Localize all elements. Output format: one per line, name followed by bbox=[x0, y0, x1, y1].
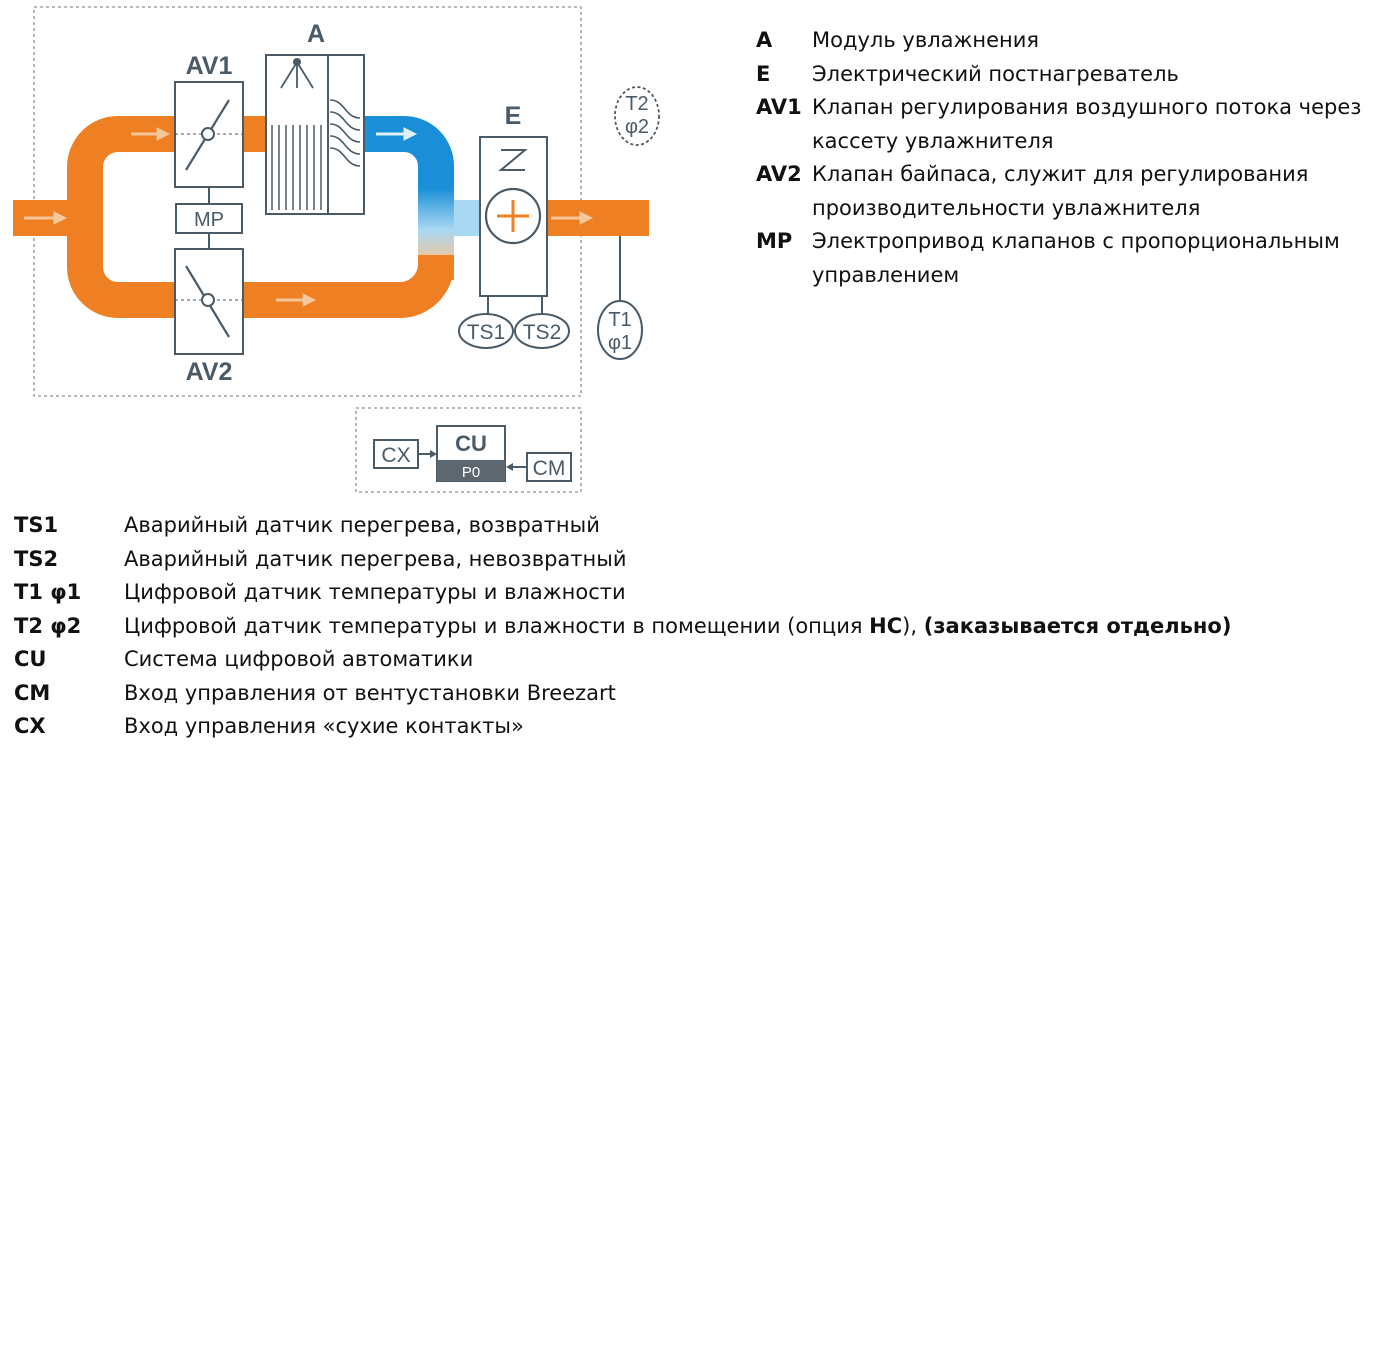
legend-text: Модуль увлажнения bbox=[812, 28, 1040, 52]
t2-phi2-sensor bbox=[614, 86, 660, 146]
legend-text: Цифровой датчик температуры и влажности … bbox=[124, 610, 1394, 644]
ts1-sensor bbox=[458, 313, 514, 349]
phi1-label: φ1 bbox=[608, 332, 632, 354]
bypass-duct-loop bbox=[67, 116, 400, 318]
legend-text: Электропривод клапанов с пропорциональны… bbox=[812, 229, 1340, 287]
humidifier-label: A bbox=[307, 20, 325, 48]
t1-label: T1 bbox=[608, 309, 631, 331]
humidified-duct bbox=[362, 116, 454, 190]
legend-row-a: A Модуль увлажнения bbox=[756, 24, 1396, 58]
ventilation-scheme-diagram: AV1 MP AV2 bbox=[13, 6, 660, 493]
legend-text: Клапан байпаса, служит для регулирования… bbox=[812, 162, 1309, 220]
ts2-sensor-label: TS2 bbox=[523, 321, 562, 344]
legend-code: CM bbox=[14, 680, 51, 705]
legend-code: AV2 bbox=[756, 162, 802, 186]
legend-text: Вход управления «сухие контакты» bbox=[124, 714, 524, 738]
legend-sensors-controls: TS1 Аварийный датчик перегрева, возвратн… bbox=[14, 509, 1394, 744]
legend-text: Аварийный датчик перегрева, невозвратный bbox=[124, 546, 627, 571]
legend-row-t2: T2 φ2 Цифровой датчик температуры и влаж… bbox=[14, 610, 1394, 644]
cu-label: CU bbox=[455, 431, 487, 456]
av2-damper bbox=[174, 248, 244, 355]
legend-row-ts2: TS2 Аварийный датчик перегрева, невозвра… bbox=[14, 543, 1394, 577]
legend-code: MP bbox=[756, 229, 793, 253]
ts2-sensor bbox=[514, 313, 570, 349]
legend-code: E bbox=[756, 61, 771, 86]
mixing-corner bbox=[398, 255, 454, 318]
t2-label: T2 bbox=[625, 93, 648, 115]
legend-code: AV1 bbox=[756, 95, 802, 119]
cx-label: CX bbox=[381, 444, 410, 467]
control-unit-frame bbox=[355, 407, 582, 493]
legend-row-cu: CU Система цифровой автоматики bbox=[14, 643, 1394, 677]
cm-arrowhead bbox=[506, 463, 513, 471]
legend-code: TS2 bbox=[14, 546, 59, 571]
legend-code: T1 φ1 bbox=[14, 580, 82, 604]
duct-to-heater bbox=[454, 200, 482, 236]
legend-text: Вход управления от вентустановки Breezar… bbox=[124, 680, 616, 705]
legend-text-part: ), bbox=[902, 613, 924, 638]
cm-label: CM bbox=[533, 457, 566, 480]
legend-text: Цифровой датчик температуры и влажности bbox=[124, 580, 626, 604]
legend-row-mp: MP Электропривод клапанов с пропорционал… bbox=[756, 225, 1396, 292]
legend-row-cx: CX Вход управления «сухие контакты» bbox=[14, 710, 1394, 744]
legend-code: CU bbox=[14, 647, 47, 671]
legend-text-part: Цифровой датчик температуры и влажности … bbox=[124, 613, 870, 638]
flow-arrow-inlet bbox=[24, 211, 68, 225]
legend-row-ts1: TS1 Аварийный датчик перегрева, возвратн… bbox=[14, 509, 1394, 543]
legend-text: Система цифровой автоматики bbox=[124, 647, 474, 671]
t1-phi1-sensor bbox=[597, 300, 643, 360]
flow-arrow-humidified bbox=[376, 127, 418, 141]
legend-row-av2: AV2 Клапан байпаса, служит для регулиров… bbox=[756, 158, 1396, 225]
av2-label: AV2 bbox=[186, 358, 233, 386]
electric-heater bbox=[479, 136, 548, 317]
av1-label: AV1 bbox=[186, 52, 233, 80]
legend-components: A Модуль увлажнения E Электрический пост… bbox=[756, 24, 1396, 292]
flow-arrow-outlet bbox=[551, 211, 594, 225]
flow-arrow-upper bbox=[131, 127, 171, 141]
humidifier-module bbox=[265, 54, 365, 215]
legend-text: Клапан регулирования воздушного потока ч… bbox=[812, 95, 1362, 153]
cm-input-box bbox=[526, 452, 572, 482]
legend-text: Аварийный датчик перегрева, возвратный bbox=[124, 513, 600, 537]
p0-bar bbox=[437, 460, 505, 481]
ts1-sensor-label: TS1 bbox=[467, 321, 506, 344]
flow-arrow-lower bbox=[276, 293, 317, 307]
legend-code: TS1 bbox=[14, 513, 59, 537]
legend-code: T2 φ2 bbox=[14, 613, 82, 638]
av1-damper bbox=[174, 81, 244, 188]
legend-code: A bbox=[756, 28, 773, 52]
legend-row-av1: AV1 Клапан регулирования воздушного пото… bbox=[756, 91, 1396, 158]
legend-order-note: (заказывается отдельно) bbox=[923, 613, 1232, 638]
legend-row-e: E Электрический постнагреватель bbox=[756, 58, 1396, 92]
phi2-label: φ2 bbox=[625, 116, 649, 138]
p0-label: P0 bbox=[462, 464, 480, 481]
legend-row-cm: CM Вход управления от вентустановки Bree… bbox=[14, 677, 1394, 711]
mp-label: MP bbox=[194, 209, 224, 231]
heater-label: E bbox=[505, 102, 522, 130]
legend-option-code: HC bbox=[869, 613, 903, 638]
legend-code: CX bbox=[14, 714, 46, 738]
mp-actuator-box bbox=[175, 203, 243, 234]
legend-row-t1: T1 φ1 Цифровой датчик температуры и влаж… bbox=[14, 576, 1394, 610]
cx-arrowhead bbox=[430, 450, 437, 458]
legend-text: Электрический постнагреватель bbox=[812, 61, 1179, 86]
